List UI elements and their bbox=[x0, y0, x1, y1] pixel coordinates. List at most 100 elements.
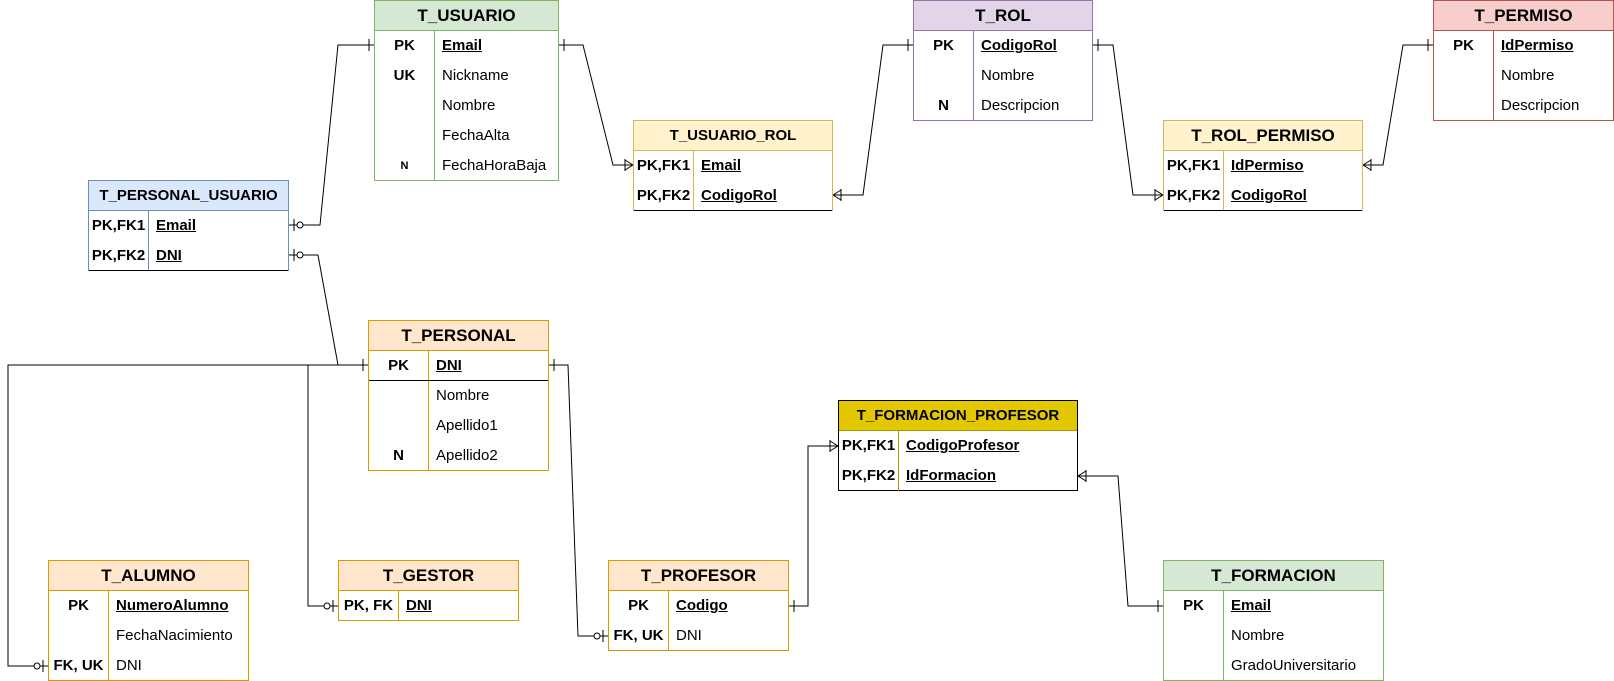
attribute-name: FechaHoraBaja bbox=[442, 157, 547, 174]
entity-row[interactable]: Nombre bbox=[1164, 621, 1383, 651]
cardinality-mark bbox=[1362, 159, 1372, 166]
optional-circle-mark bbox=[296, 221, 304, 229]
cardinality-mark bbox=[624, 164, 634, 171]
attribute-name: GradoUniversitario bbox=[1231, 657, 1357, 674]
optional-circle-mark bbox=[296, 251, 304, 259]
attribute-name: CodigoRol bbox=[1231, 187, 1307, 204]
key-label bbox=[369, 411, 429, 441]
entity-row[interactable]: PK,FK2 DNI bbox=[89, 241, 288, 271]
entity-row[interactable]: FechaAlta bbox=[375, 121, 558, 151]
entity-row[interactable]: Nombre bbox=[369, 381, 548, 411]
key-label: PK, FK bbox=[339, 591, 399, 621]
attribute-name: Descripcion bbox=[981, 97, 1060, 114]
entity-row[interactable]: FechaNacimiento bbox=[49, 621, 248, 651]
attribute-name: Nombre bbox=[1501, 67, 1555, 84]
entity-row[interactable]: FK, UK DNI bbox=[609, 621, 788, 651]
key-label: PK,FK2 bbox=[634, 181, 694, 210]
attribute-name: Email bbox=[156, 217, 197, 234]
entity-title: T_FORMACION_PROFESOR bbox=[839, 401, 1077, 431]
key-label: FK, UK bbox=[609, 621, 669, 651]
cardinality-mark bbox=[829, 440, 839, 447]
entity-row[interactable]: PK, FK DNI bbox=[339, 591, 518, 621]
entity-row[interactable]: Descripcion bbox=[1434, 91, 1613, 121]
attribute-name: Email bbox=[1231, 597, 1272, 614]
cardinality-mark bbox=[1154, 189, 1164, 196]
cardinality-mark bbox=[829, 445, 839, 452]
attribute-name: DNI bbox=[406, 597, 432, 614]
relationship-line bbox=[789, 445, 838, 607]
attribute-name: Nombre bbox=[436, 387, 490, 404]
cardinality-mark bbox=[1077, 470, 1087, 477]
entity-title: T_USUARIO_ROL bbox=[634, 121, 832, 151]
attribute-name: Apellido1 bbox=[436, 417, 498, 434]
attribute-name: Apellido2 bbox=[436, 447, 498, 464]
attribute-name: Email bbox=[442, 37, 483, 54]
entity-row[interactable]: Nombre bbox=[375, 91, 558, 121]
attribute-name: FechaNacimiento bbox=[116, 627, 233, 644]
key-label: N bbox=[914, 91, 974, 121]
entity-row[interactable]: Apellido1 bbox=[369, 411, 548, 441]
relationship-line bbox=[7, 364, 368, 667]
relationship-line bbox=[549, 364, 608, 637]
cardinality-mark bbox=[1077, 475, 1087, 482]
relationship-line bbox=[289, 44, 374, 226]
entity-title: T_PERSONAL bbox=[369, 321, 548, 351]
relationship-line bbox=[1363, 44, 1433, 166]
key-label: FK, UK bbox=[49, 651, 109, 681]
entity-title: T_FORMACION bbox=[1164, 561, 1383, 591]
relationship-line bbox=[1078, 475, 1163, 607]
key-label bbox=[1164, 621, 1224, 651]
relationship-line bbox=[559, 44, 633, 166]
attribute-name: CodigoRol bbox=[981, 37, 1057, 54]
entity-row[interactable]: Nombre bbox=[914, 61, 1092, 91]
attribute-name: Nombre bbox=[442, 97, 496, 114]
key-label: PK bbox=[1434, 31, 1494, 61]
attribute-name: IdFormacion bbox=[906, 467, 997, 484]
entity-row[interactable]: Nombre bbox=[1434, 61, 1613, 91]
entity-row[interactable]: GradoUniversitario bbox=[1164, 651, 1383, 681]
key-label bbox=[369, 381, 429, 411]
attribute-name: DNI bbox=[156, 247, 182, 264]
entity-row[interactable]: PK,FK1 Email bbox=[89, 211, 288, 241]
key-label bbox=[49, 621, 109, 651]
attribute-name: DNI bbox=[676, 627, 702, 644]
attribute-name: NumeroAlumno bbox=[116, 597, 229, 614]
entity-title: T_ALUMNO bbox=[49, 561, 248, 591]
entity-row[interactable]: N Descripcion bbox=[914, 91, 1092, 121]
attribute-name: Email bbox=[701, 157, 742, 174]
key-label: PK,FK2 bbox=[89, 241, 149, 270]
attribute-name: Nombre bbox=[981, 67, 1035, 84]
optional-circle-mark bbox=[593, 632, 601, 640]
key-label bbox=[1164, 651, 1224, 681]
key-label: PK,FK1 bbox=[89, 211, 149, 241]
